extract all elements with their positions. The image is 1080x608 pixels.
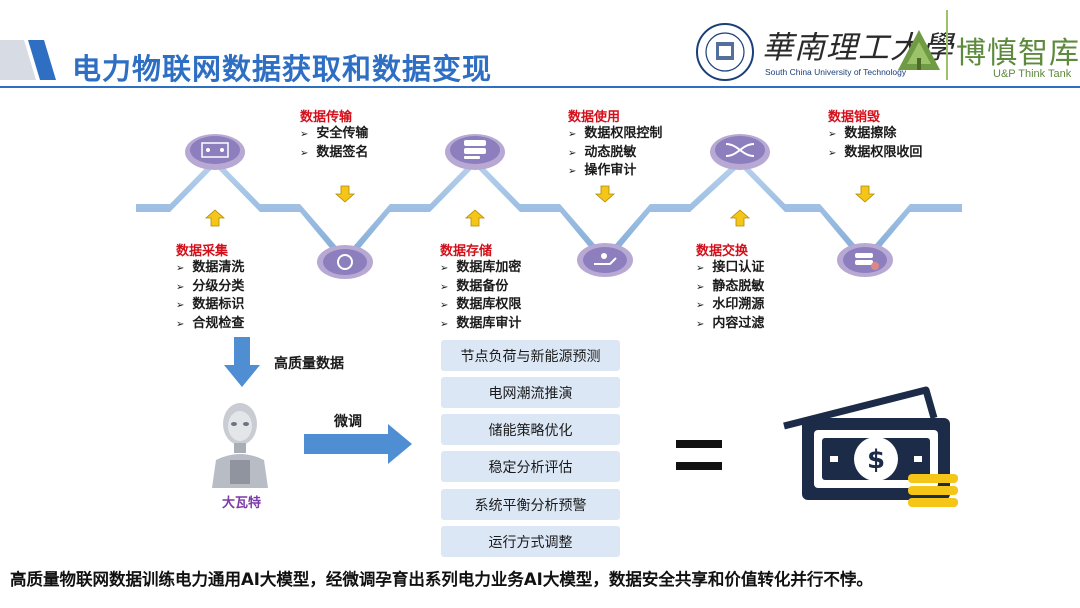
- list-item: 动态脱敏: [568, 144, 662, 163]
- svg-text:$: $: [867, 445, 885, 475]
- finetune-label: 微调: [334, 414, 362, 430]
- transfer-icon: [317, 245, 373, 279]
- list-item: 接口认证: [696, 259, 764, 278]
- application-box: 系统平衡分析预警: [441, 489, 620, 520]
- stage-usage-list: 数据权限控制 动态脱敏 操作审计: [568, 125, 662, 181]
- stage-exchange: 数据交换 接口认证 静态脱敏 水印溯源 内容过滤: [696, 240, 764, 333]
- equals-icon: [676, 440, 722, 470]
- university-seal-logo: [695, 22, 755, 82]
- list-item: 数据清洗: [176, 259, 244, 278]
- arrow-down-blue-icon: [224, 337, 260, 387]
- header-accent-bars: [0, 40, 56, 80]
- tree-logo-icon: [896, 28, 942, 74]
- page-title: 电力物联网数据获取和数据变现: [72, 52, 493, 86]
- list-item: 数据签名: [300, 144, 368, 163]
- stage-transfer: 数据传输 安全传输 数据签名: [300, 106, 368, 162]
- stage-destroy: 数据销毁 数据擦除 数据权限收回: [828, 106, 922, 162]
- arrow-down-icon: [334, 185, 876, 203]
- list-item: 数据权限控制: [568, 125, 662, 144]
- list-item: 分级分类: [176, 278, 244, 297]
- wave-band: [136, 158, 962, 266]
- stage-collect: 数据采集 数据清洗 分级分类 数据标识 合规检查: [176, 240, 244, 333]
- logo-divider: [946, 10, 948, 80]
- stage-usage: 数据使用 数据权限控制 动态脱敏 操作审计: [568, 106, 662, 181]
- list-item: 数据备份: [440, 278, 521, 297]
- money-icon: $: [783, 386, 958, 507]
- list-item: 数据标识: [176, 296, 244, 315]
- conclusion-text: 高质量物联网数据训练电力通用AI大模型，经微调孕育出系列电力业务AI大模型，数据…: [10, 570, 873, 589]
- application-box: 节点负荷与新能源预测: [441, 340, 620, 371]
- application-box: 稳定分析评估: [441, 451, 620, 482]
- stage-exchange-list: 接口认证 静态脱敏 水印溯源 内容过滤: [696, 259, 764, 333]
- list-item: 数据库权限: [440, 296, 521, 315]
- stage-storage-title: 数据存储: [440, 244, 493, 259]
- stage-exchange-title: 数据交换: [696, 244, 749, 259]
- think-tank-name-cn: 博慎智库: [956, 36, 1080, 71]
- high-quality-data-label: 高质量数据: [274, 356, 344, 372]
- destroy-icon: [837, 243, 893, 277]
- stage-storage-list: 数据库加密 数据备份 数据库权限 数据库审计: [440, 259, 521, 333]
- usage-icon: [577, 243, 633, 277]
- list-item: 内容过滤: [696, 315, 764, 334]
- think-tank-name-en: U&P Think Tank: [993, 68, 1072, 80]
- robot-avatar: [212, 403, 268, 488]
- university-name-en: South China University of Technology: [765, 67, 907, 77]
- arrow-right-blue-icon: [304, 424, 412, 464]
- application-box: 运行方式调整: [441, 526, 620, 557]
- stage-collect-title: 数据采集: [176, 244, 229, 259]
- collect-icon: [185, 134, 245, 170]
- stage-usage-title: 数据使用: [568, 110, 621, 125]
- list-item: 静态脱敏: [696, 278, 764, 297]
- coins-icon: [908, 474, 958, 507]
- stage-destroy-list: 数据擦除 数据权限收回: [828, 125, 922, 162]
- stage-destroy-title: 数据销毁: [828, 110, 881, 125]
- header-accent: [0, 40, 66, 80]
- list-item: 数据擦除: [828, 125, 922, 144]
- application-box: 储能策略优化: [441, 414, 620, 445]
- list-item: 安全传输: [300, 125, 368, 144]
- list-item: 操作审计: [568, 162, 662, 181]
- stage-transfer-title: 数据传输: [300, 110, 353, 125]
- arrow-up-icon: [204, 209, 751, 227]
- stage-transfer-list: 安全传输 数据签名: [300, 125, 368, 162]
- model-name-label: 大瓦特: [222, 496, 262, 511]
- list-item: 数据权限收回: [828, 144, 922, 163]
- lifecycle-wave: [136, 134, 962, 279]
- stage-storage: 数据存储 数据库加密 数据备份 数据库权限 数据库审计: [440, 240, 521, 333]
- header-rule: [0, 86, 1080, 88]
- list-item: 数据库审计: [440, 315, 521, 334]
- list-item: 数据库加密: [440, 259, 521, 278]
- list-item: 合规检查: [176, 315, 244, 334]
- application-box: 电网潮流推演: [441, 377, 620, 408]
- storage-icon: [445, 134, 505, 170]
- exchange-icon: [710, 134, 770, 170]
- stage-collect-list: 数据清洗 分级分类 数据标识 合规检查: [176, 259, 244, 333]
- list-item: 水印溯源: [696, 296, 764, 315]
